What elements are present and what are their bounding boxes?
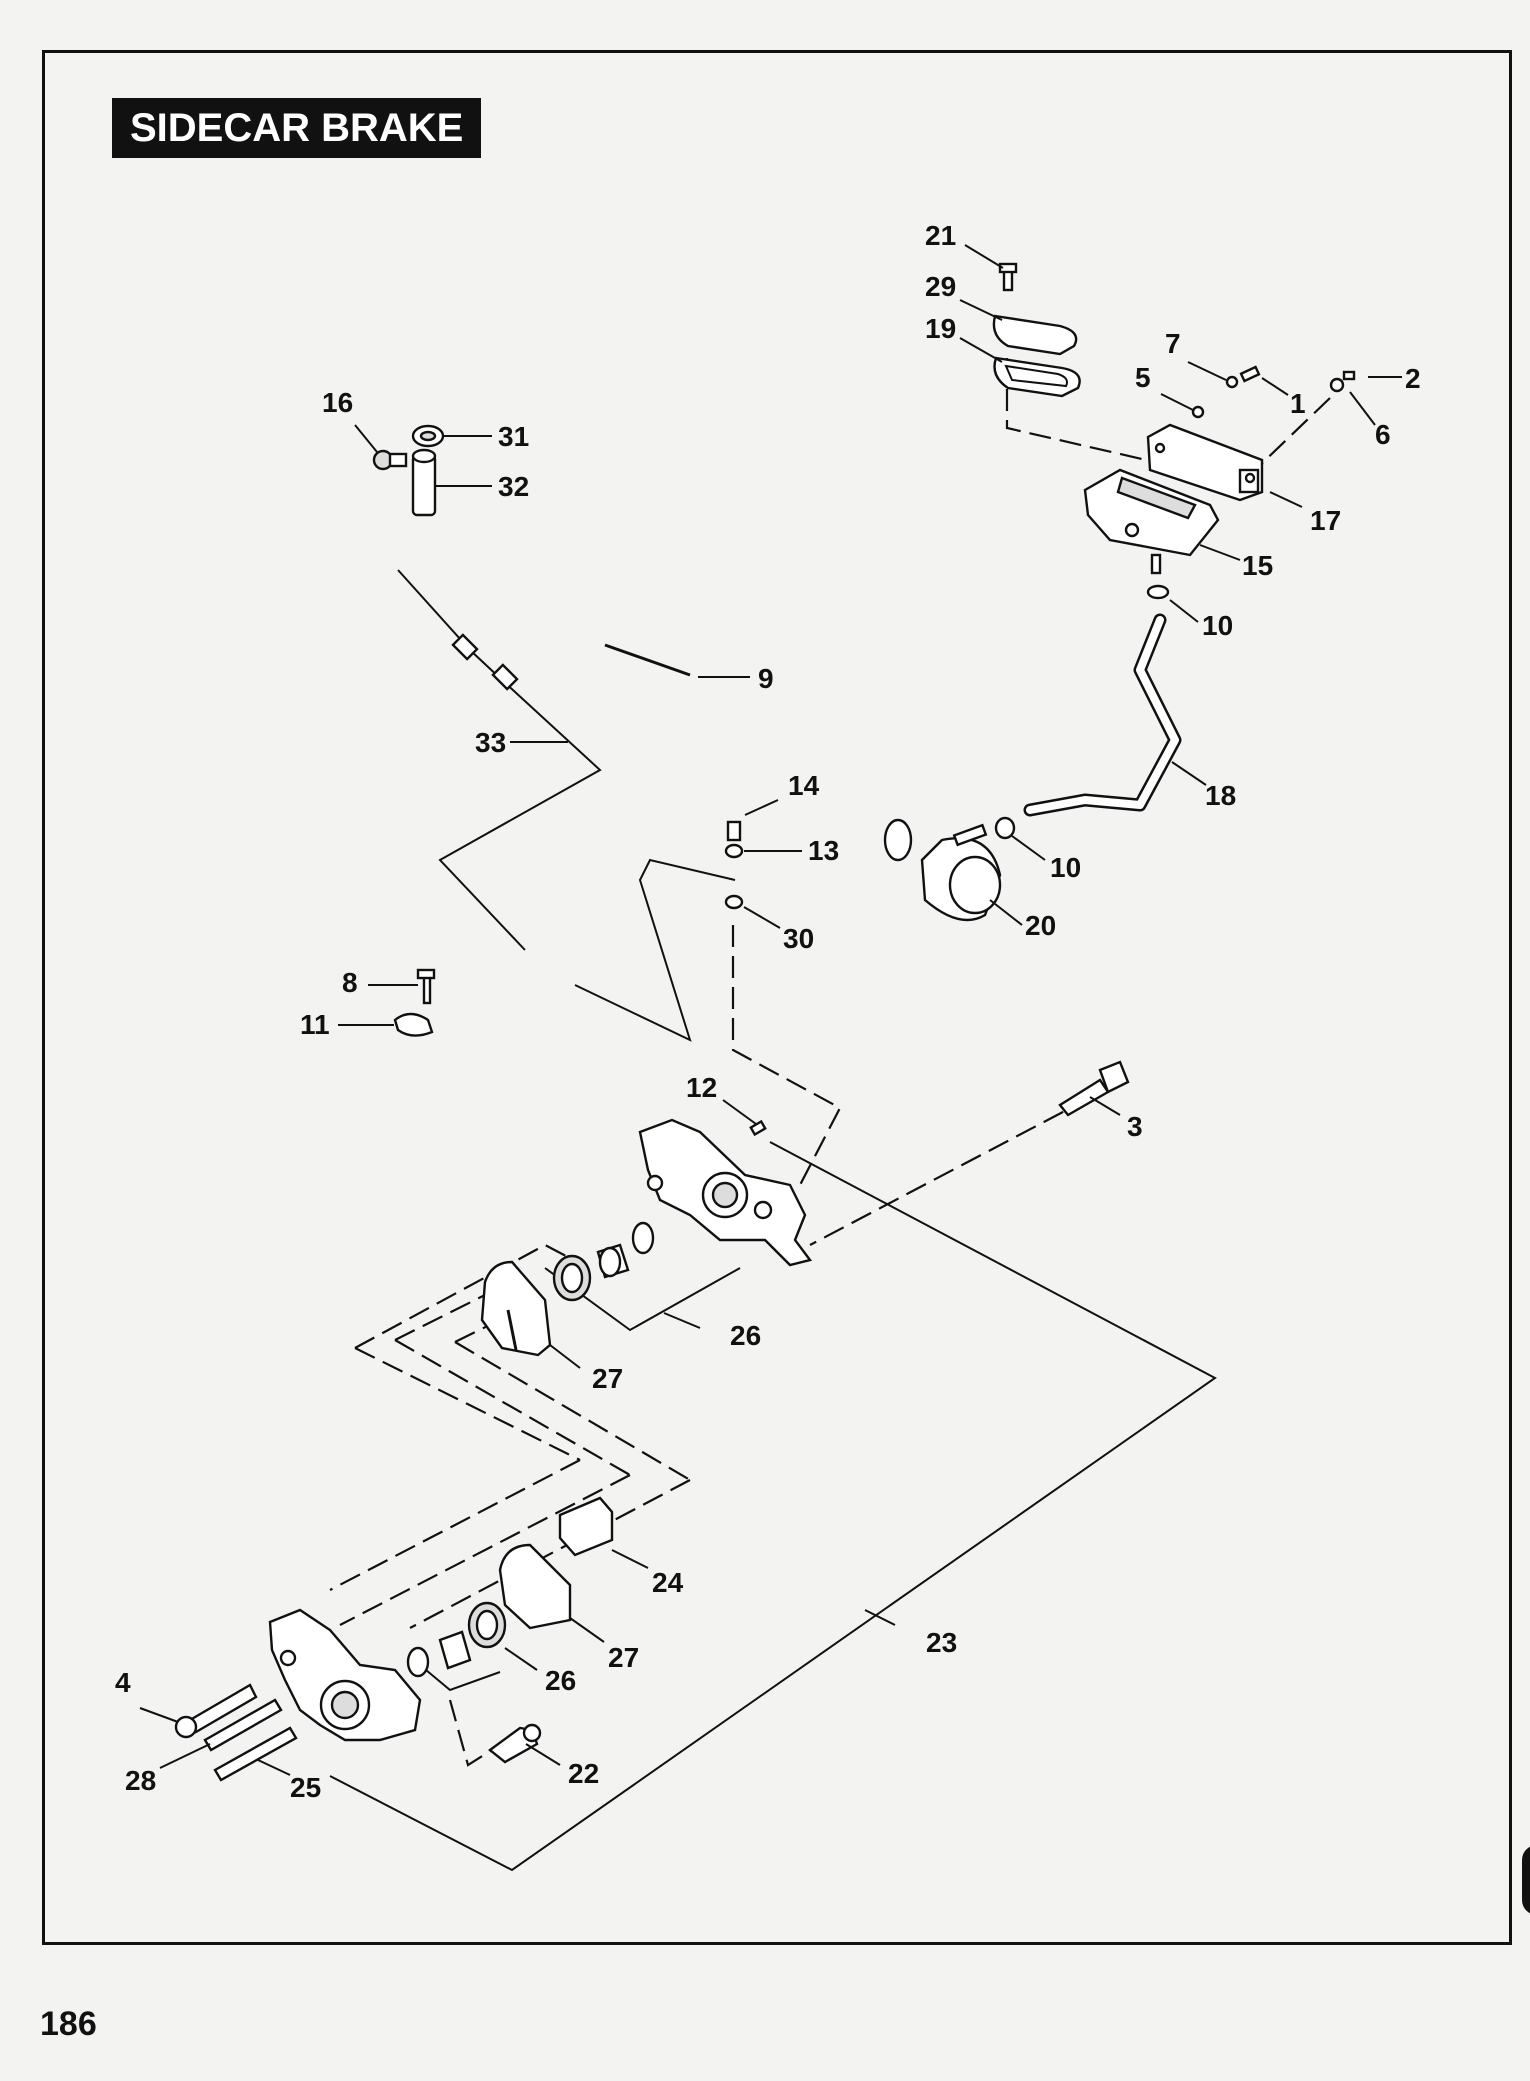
part-14-bleeder [726, 820, 742, 842]
callout-27-lower: 27 [608, 1642, 639, 1673]
guide-line-pad-h [339, 1474, 631, 1626]
caliper-body-lower [268, 1608, 422, 1742]
bracket-line-26-lower [419, 1664, 501, 1692]
part-27-pad-lower [498, 1543, 572, 1630]
guide-line-pad-d [394, 1339, 631, 1476]
part-21-screw [998, 262, 1018, 292]
page-number: 186 [40, 2005, 97, 2043]
callout-7: 7 [1165, 328, 1181, 359]
callout-23: 23 [926, 1627, 957, 1658]
guide-line-pad-i [409, 1479, 691, 1629]
part-4-bolt [174, 1683, 258, 1739]
guide-line-pad-g [329, 1459, 581, 1591]
part-10-clamp-upper [1146, 584, 1170, 600]
callout-19: 19 [925, 313, 956, 344]
part-3-bolt [1058, 1060, 1130, 1117]
callout-11: 11 [300, 1009, 330, 1040]
callout-27-upper: 27 [592, 1363, 623, 1394]
part-9-pin [604, 643, 691, 677]
part-27-pad-upper [480, 1260, 552, 1357]
callout-4: 4 [115, 1667, 131, 1698]
part-28-pin [203, 1698, 283, 1752]
callout-15: 15 [1242, 550, 1273, 581]
part-17-bracket [1146, 423, 1264, 502]
part-33-fittings [451, 633, 519, 691]
diagram-frame [42, 50, 1512, 1945]
part-12-fitting [749, 1119, 767, 1137]
part-32-tee [411, 448, 437, 517]
callout-17: 17 [1310, 505, 1341, 536]
callout-6: 6 [1375, 419, 1391, 450]
part-13-washer [724, 843, 744, 859]
callout-29: 29 [925, 271, 956, 302]
callout-33: 33 [475, 727, 506, 758]
part-33-brake-line [397, 569, 602, 951]
callout-3: 3 [1127, 1111, 1143, 1142]
callout-12: 12 [686, 1072, 717, 1103]
callout-13: 13 [808, 835, 839, 866]
callout-26-upper: 26 [730, 1320, 761, 1351]
callout-2: 2 [1405, 363, 1421, 394]
callout-5: 5 [1135, 362, 1151, 393]
part-20-master-cylinder [883, 818, 1002, 922]
piston-seal-set-upper [552, 1221, 655, 1302]
callout-28: 28 [125, 1765, 156, 1796]
caliper-assembly-outline [329, 1141, 1217, 1872]
callout-8: 8 [342, 967, 358, 998]
caliper-body-upper [638, 1118, 813, 1267]
guide-line-pad-a [354, 1243, 586, 1349]
part-5-washer [1191, 405, 1205, 419]
callout-20: 20 [1025, 910, 1056, 941]
callout-labels: 21 29 19 7 5 1 2 6 17 15 10 18 10 20 16 … [115, 220, 1421, 1803]
part-25-pin [213, 1726, 298, 1782]
callout-31: 31 [498, 421, 529, 452]
guide-line-pad-f [454, 1341, 691, 1481]
guide-line-banjo [731, 925, 842, 1186]
callout-18: 18 [1205, 780, 1236, 811]
part-2-screw [1329, 370, 1356, 393]
part-22-bleeder [488, 1723, 542, 1764]
callout-1: 1 [1290, 388, 1306, 419]
brake-line-lower [574, 858, 736, 1042]
callout-14: 14 [788, 770, 820, 801]
callout-10-lower: 10 [1050, 852, 1081, 883]
part-8-bolt [416, 968, 436, 1005]
leader-lines [139, 244, 1402, 1776]
part-30-washer [724, 894, 744, 910]
guide-line-bracket-screw [1254, 397, 1331, 471]
guide-line-bleeder [448, 1699, 493, 1767]
part-11-clip [393, 1012, 434, 1037]
part-29-cover [992, 314, 1078, 356]
callout-32: 32 [498, 471, 529, 502]
callout-26-lower: 26 [545, 1665, 576, 1696]
section-tab-marker [1522, 1845, 1530, 1915]
callout-30: 30 [783, 923, 814, 954]
guide-line-pad-b [354, 1347, 581, 1461]
part-10-clamp-lower [994, 816, 1016, 840]
callout-25: 25 [290, 1772, 321, 1803]
part-24-pin-clip [558, 1496, 614, 1557]
callout-10-upper: 10 [1202, 610, 1233, 641]
guide-line-reservoir-cover [1005, 358, 1156, 464]
callout-21: 21 [925, 220, 956, 251]
piston-seal-set-lower [406, 1601, 507, 1678]
diagram-title: SIDECAR BRAKE [112, 98, 482, 158]
part-16-fitting [372, 449, 408, 471]
part-1-screw [1239, 365, 1261, 383]
guide-line-mount-bolt [809, 1082, 1119, 1246]
callout-22: 22 [568, 1758, 599, 1789]
callout-24: 24 [652, 1567, 684, 1598]
callout-9: 9 [758, 663, 774, 694]
part-7-washer [1225, 375, 1239, 389]
callout-16: 16 [322, 387, 353, 418]
